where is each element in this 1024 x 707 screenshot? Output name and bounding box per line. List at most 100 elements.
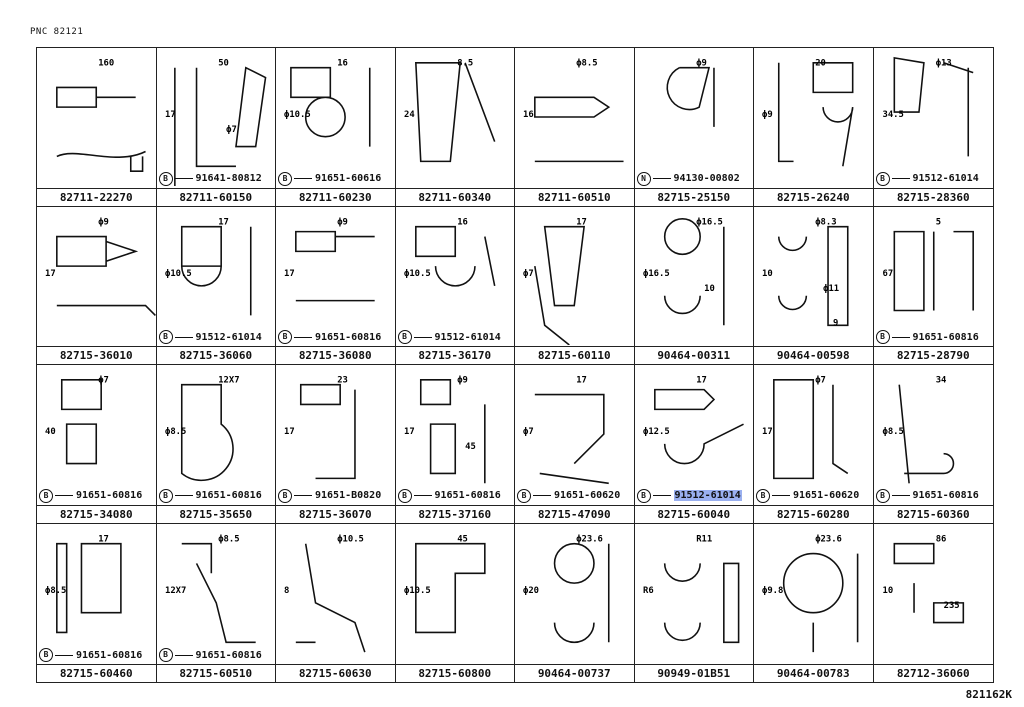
part-outline [414,542,486,633]
part-number: 82715-36060 [156,346,275,364]
dimension-label: ϕ7 [815,376,826,386]
dimension-label: ϕ23.6 [576,534,603,544]
mark-icon: B [397,488,412,503]
dimension-label: R6 [642,586,653,596]
part-outline [893,230,974,311]
dimension-label: R11 [696,534,712,544]
dimension-label: 17 [403,427,414,437]
sub-part-number: 91651-60816 [434,490,501,501]
leader-line [413,336,432,338]
dimension-label: ϕ16.5 [696,217,723,227]
part-outline [666,66,715,127]
part-drawing: ϕ23.6ϕ9.8 [762,534,859,652]
dimension-label: 50 [218,59,229,69]
sub-part-number: 91512-61014 [434,331,501,343]
leader-line [174,336,193,338]
mark-icon: N [636,171,651,186]
dimension-label: 45 [465,442,476,452]
dimension-label: 5 [935,217,940,227]
part-number: 82715-60800 [395,664,514,682]
part-number: 82715-25150 [634,187,753,206]
sub-part-number[interactable]: 91512-61014 [673,490,742,501]
dimension-label: 67 [882,269,893,279]
part-number: 90464-00737 [515,664,634,682]
dimension-label: ϕ10.5 [403,269,430,279]
dimension-label: 10 [704,283,715,293]
part-number: 90464-00783 [754,664,873,682]
part-outline [534,393,609,485]
sub-part-number: 91651-60816 [195,649,262,661]
dimension-label: ϕ9 [696,59,707,69]
part-drawing: 8.524 [403,59,495,163]
part-number: 82711-22270 [37,187,156,206]
dimension-label: ϕ7 [226,125,237,135]
mark-icon: B [158,171,173,186]
part-number: 82715-60510 [156,664,275,682]
dimension-label: 17 [696,376,707,386]
leader-line [174,178,193,179]
part-number: 82715-60630 [276,664,395,682]
mark-icon: B [517,488,531,503]
diagram-code: 821162K [965,688,1012,701]
dimension-label: ϕ9 [762,110,773,120]
dimension-label: ϕ13 [935,59,951,69]
part-outline [782,552,859,652]
part-outline [414,61,495,163]
part-number: 82711-60150 [156,187,275,206]
dimension-label: 17 [576,376,587,386]
leader-line [891,336,910,338]
dimension-label: ϕ7 [98,376,109,386]
part-drawing: 50 17 ϕ7 [164,59,266,186]
part-outline [773,378,849,480]
dimension-label: ϕ8.5 [576,59,597,69]
part-number: 82715-36080 [276,346,395,364]
sub-part-number: 91651-60816 [76,490,143,501]
dimension-label: 40 [45,427,56,437]
sub-part-number: 91651-60816 [195,490,262,501]
leader-line [772,495,790,496]
mark-icon: B [756,488,770,503]
part-outline [56,542,122,633]
part-drawing: ϕ9 [666,59,715,127]
dimension-label: 17 [164,110,175,120]
dimension-label: ϕ9.8 [762,586,783,596]
part-number: 82711-60230 [276,187,395,206]
mark-icon: B [278,330,292,344]
dimension-label: 12X7 [218,376,239,386]
part-number: 90464-00311 [634,346,753,364]
leader-line [294,495,312,496]
mark-icon: B [158,330,173,344]
sub-part-number: 91651-60616 [315,173,382,184]
part-drawing: ϕ7 40 [45,376,109,465]
part-outline [419,378,486,484]
part-number: 82715-36070 [276,504,395,523]
